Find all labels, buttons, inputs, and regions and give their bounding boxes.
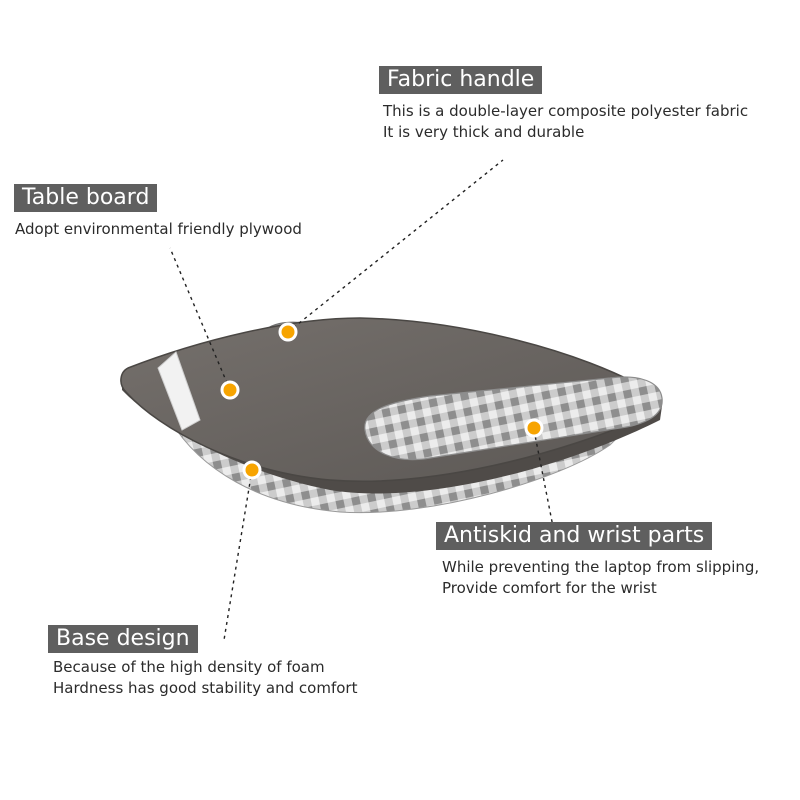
hotspot-markers [220, 322, 544, 480]
base-design-label: Base design [48, 625, 198, 653]
hotspot-wrist [524, 418, 544, 438]
corner-strap [157, 351, 201, 431]
hotspot-board [220, 380, 240, 400]
antiskid-description: While preventing the laptop from slippin… [442, 557, 759, 599]
fabric-handle-label: Fabric handle [379, 66, 543, 94]
table-board-line-1: Adopt environmental friendly plywood [15, 220, 302, 238]
table-board-label: Table board [14, 184, 158, 212]
base-design-description: Because of the high density of foam Hard… [53, 657, 357, 699]
hotspot-handle [278, 322, 298, 342]
antiskid-line-1: While preventing the laptop from slippin… [442, 558, 760, 576]
fabric-handle-description: This is a double-layer composite polyest… [383, 101, 748, 143]
base-design-line-1: Because of the high density of foam [53, 658, 325, 676]
table-board-description: Adopt environmental friendly plywood [15, 219, 302, 240]
fabric-handle-line-2: It is very thick and durable [383, 123, 585, 141]
antiskid-line-2: Provide comfort for the wrist [442, 579, 657, 597]
hotspot-base [242, 460, 262, 480]
fabric-handle-line-1: This is a double-layer composite polyest… [383, 102, 749, 120]
leader-lines [169, 159, 557, 641]
wrist-rest [364, 376, 663, 461]
base-design-line-2: Hardness has good stability and comfort [53, 679, 358, 697]
antiskid-label: Antiskid and wrist parts [436, 522, 713, 550]
